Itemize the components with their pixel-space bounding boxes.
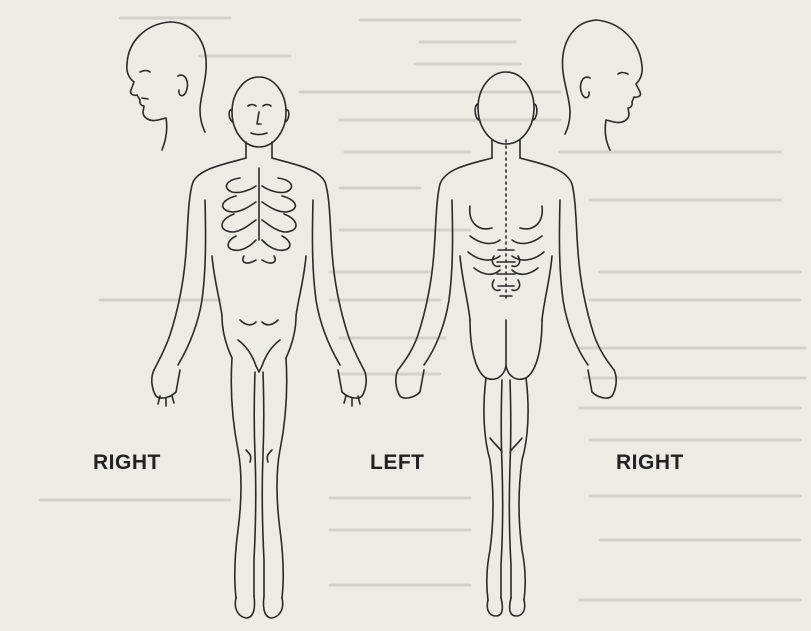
label-right-back: RIGHT xyxy=(616,451,684,475)
body-back xyxy=(396,72,616,616)
head-profile-left xyxy=(563,20,643,150)
head-profile-right xyxy=(127,22,206,150)
body-front xyxy=(152,77,366,618)
label-right-front: RIGHT xyxy=(93,451,161,475)
label-left-center: LEFT xyxy=(370,451,425,475)
